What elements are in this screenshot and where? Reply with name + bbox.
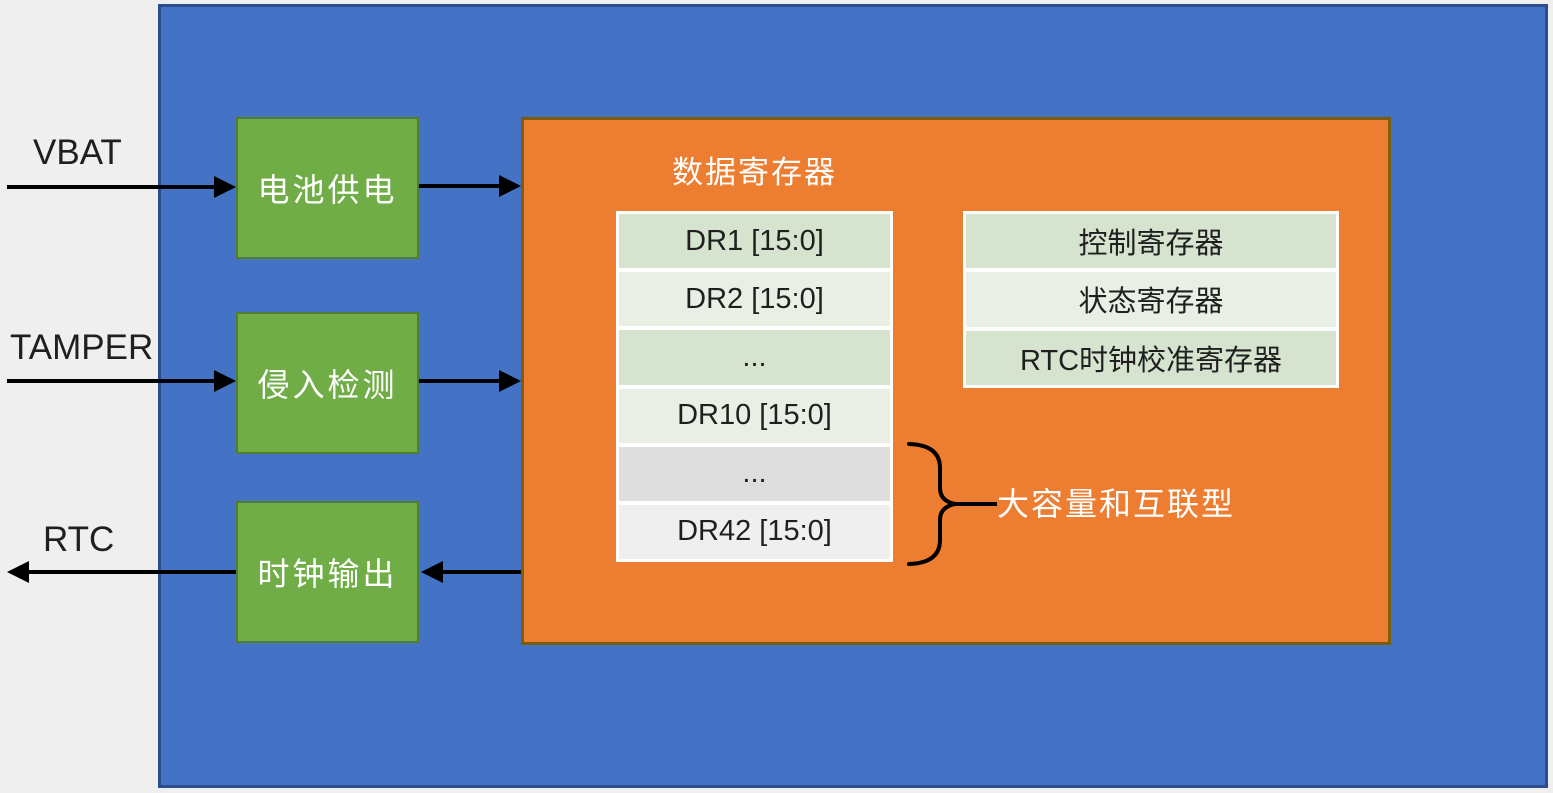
- arrowhead-left-icon: [7, 561, 29, 583]
- vbat-arrow-line: [7, 185, 215, 189]
- tamper-label: TAMPER: [10, 328, 154, 367]
- table-row: 控制寄存器: [966, 214, 1336, 269]
- rtc-arrow-line: [28, 570, 418, 574]
- arrowhead-right-icon: [499, 370, 521, 392]
- table-row: ...: [619, 446, 890, 501]
- table-row: DR10 [15:0]: [619, 388, 890, 443]
- battery-supply-block: 电池供电: [236, 117, 419, 259]
- brace-icon: [907, 442, 997, 566]
- tamper-to-registers-line: [419, 379, 500, 383]
- data-registers-table: DR1 [15:0] DR2 [15:0] ... DR10 [15:0] ..…: [616, 211, 893, 562]
- data-registers-title: 数据寄存器: [672, 155, 837, 190]
- arrowhead-left-icon: [421, 561, 443, 583]
- registers-to-clock-line: [442, 570, 521, 574]
- table-row: 状态寄存器: [966, 272, 1336, 327]
- table-row: RTC时钟校准寄存器: [966, 330, 1336, 385]
- table-row: DR1 [15:0]: [619, 214, 890, 269]
- arrowhead-right-icon: [214, 176, 236, 198]
- control-registers-table: 控制寄存器 状态寄存器 RTC时钟校准寄存器: [963, 211, 1339, 388]
- density-note-label: 大容量和互联型: [997, 486, 1236, 522]
- clock-output-block: 时钟输出: [236, 501, 419, 643]
- tamper-arrow-line: [7, 379, 215, 383]
- rtc-label: RTC: [43, 520, 115, 559]
- battery-supply-label: 电池供电: [257, 172, 398, 208]
- clock-output-label: 时钟输出: [257, 556, 398, 592]
- table-row: DR42 [15:0]: [619, 504, 890, 560]
- tamper-detect-block: 侵入检测: [236, 312, 419, 454]
- vbat-label: VBAT: [33, 133, 122, 172]
- battery-to-registers-line: [419, 184, 500, 188]
- arrowhead-right-icon: [214, 370, 236, 392]
- table-row: DR2 [15:0]: [619, 272, 890, 327]
- arrowhead-right-icon: [499, 175, 521, 197]
- table-row: ...: [619, 330, 890, 385]
- tamper-detect-label: 侵入检测: [257, 367, 398, 403]
